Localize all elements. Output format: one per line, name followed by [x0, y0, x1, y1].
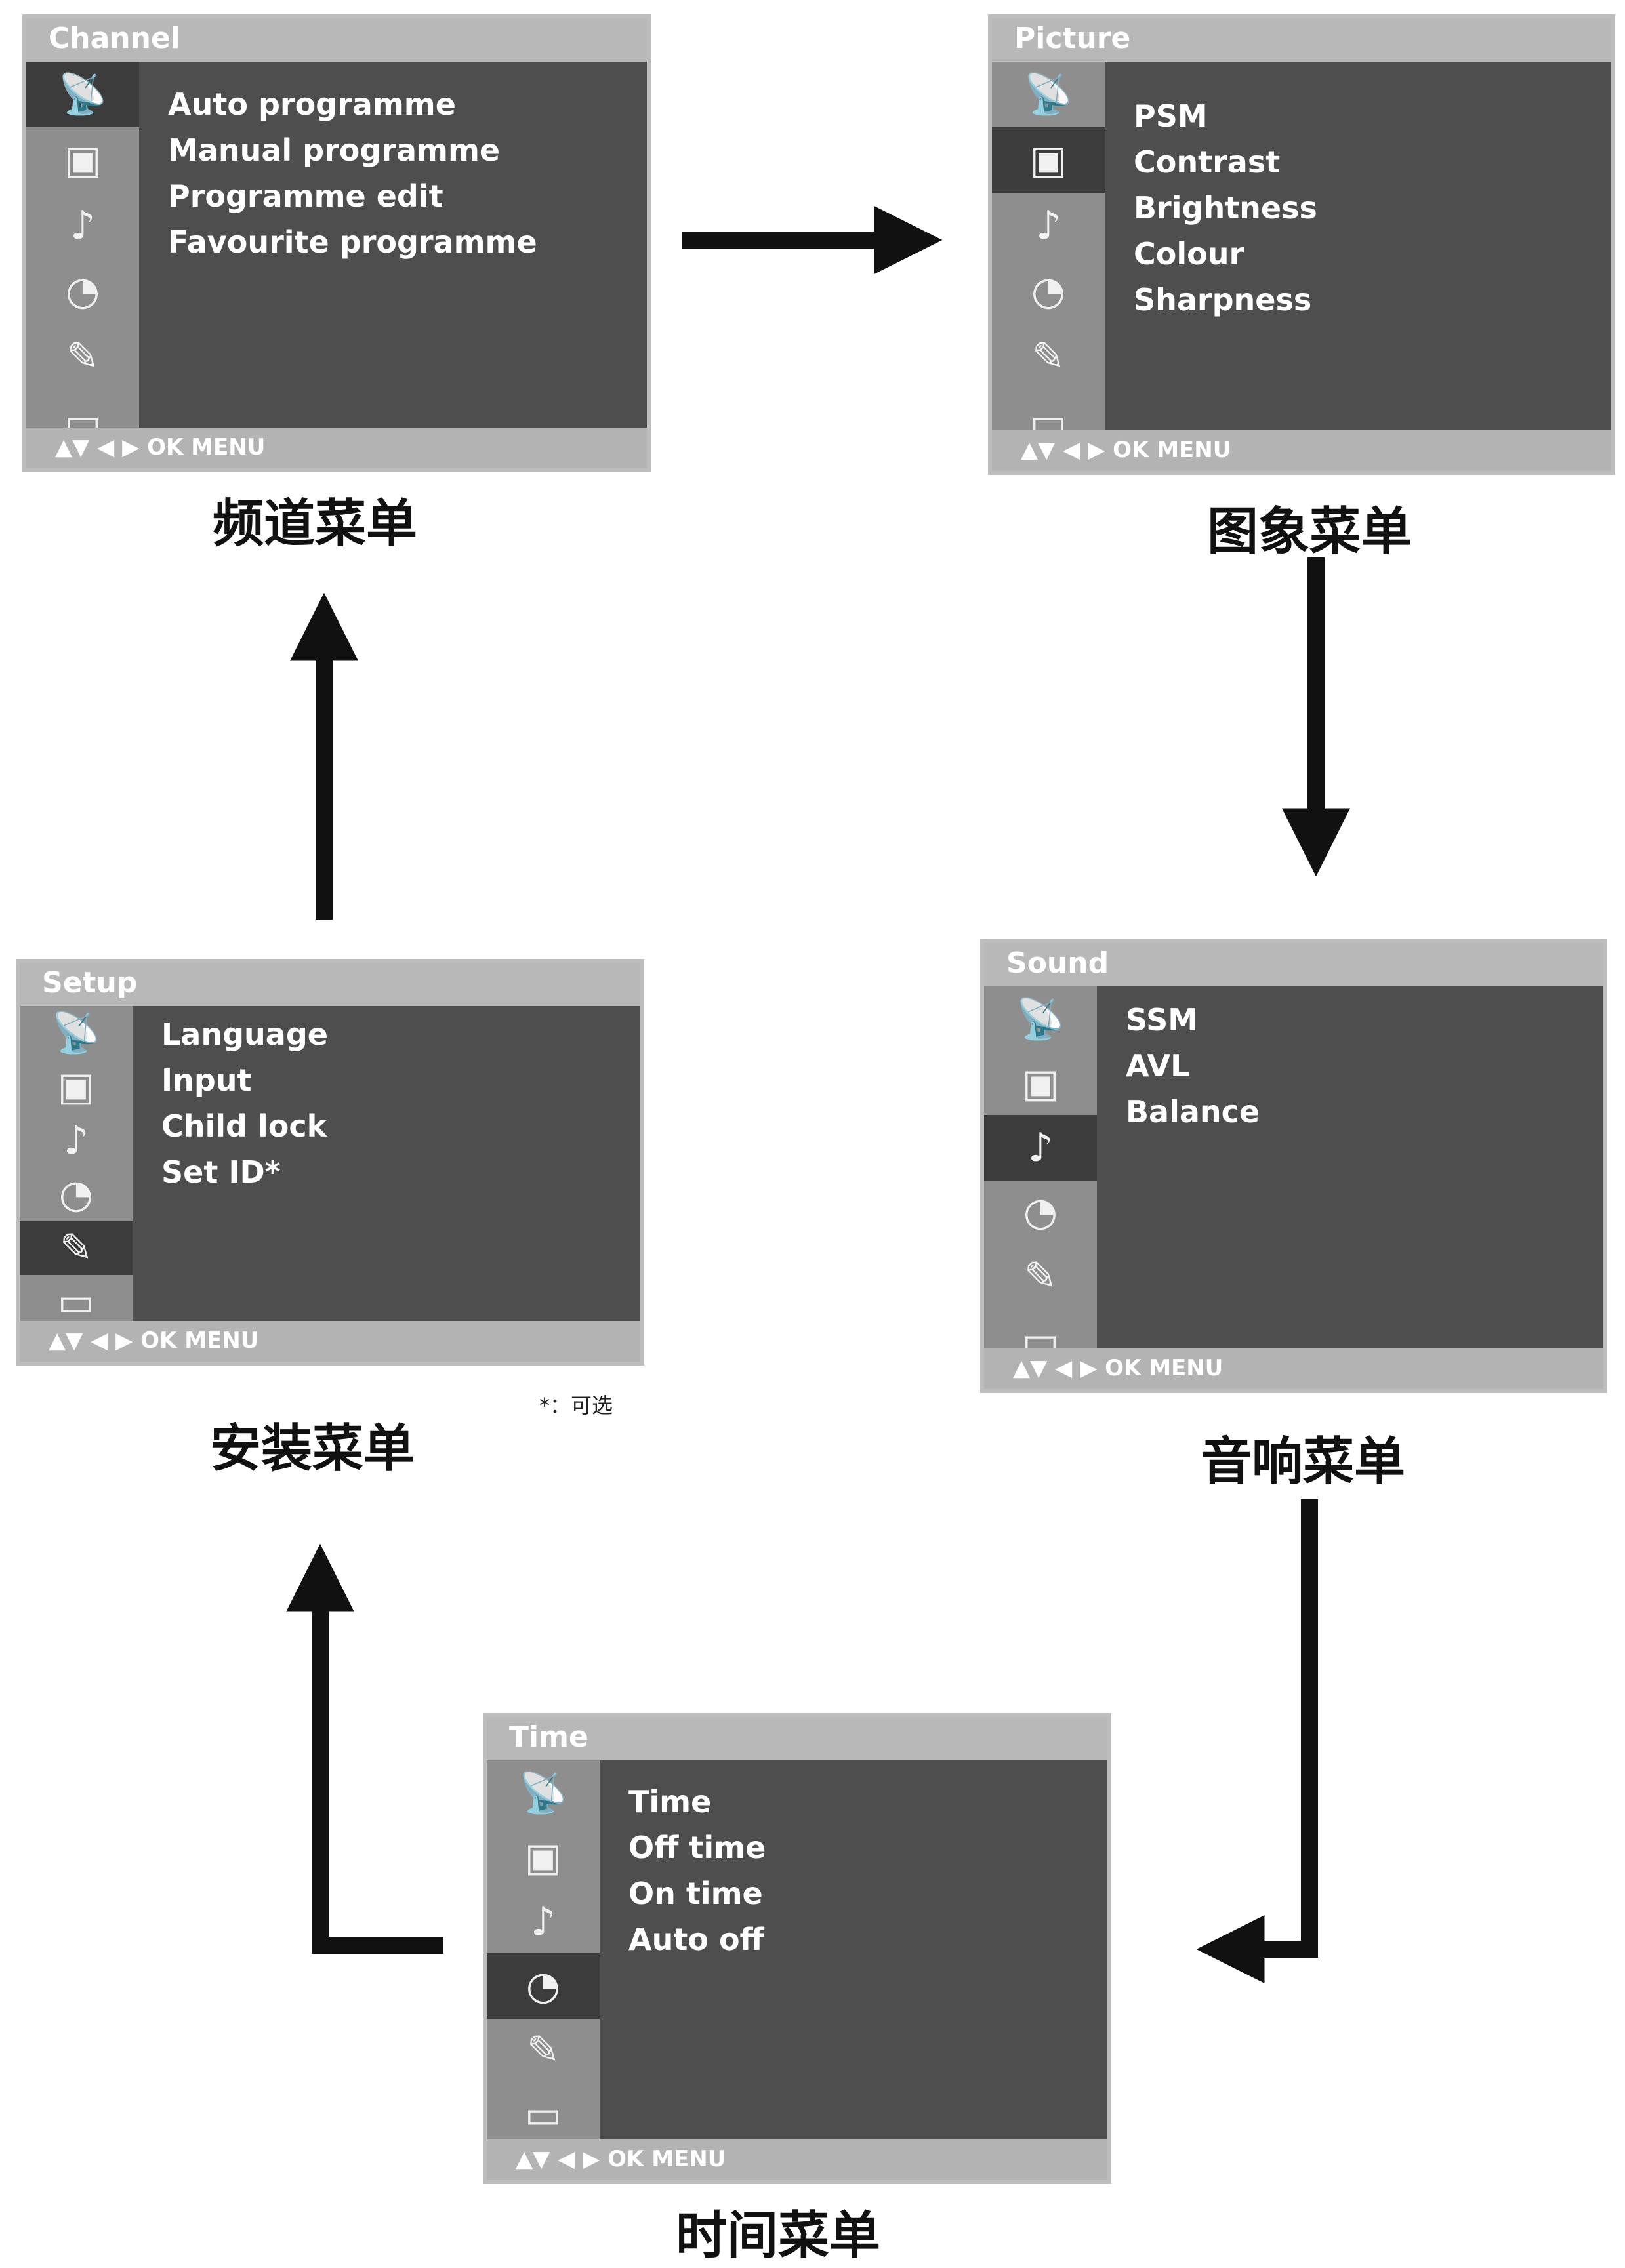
picture-menu-caption: 图象菜单: [1207, 502, 1412, 561]
menu-item-child-lock[interactable]: Child lock: [161, 1108, 327, 1144]
arrow-time-to-setup: [286, 1543, 443, 1954]
menu-sidebar: 📡 ▣ ♪ ◔ ✎ ▭: [992, 62, 1105, 442]
menu-item-language[interactable]: Language: [161, 1017, 328, 1052]
menu-item-contrast[interactable]: Contrast: [1134, 144, 1281, 180]
menu-item-favourite-programme[interactable]: Favourite programme: [168, 224, 537, 260]
menu-title: Picture: [992, 18, 1611, 62]
menu-item-manual-programme[interactable]: Manual programme: [168, 132, 501, 168]
menu-item-on-time[interactable]: On time: [628, 1876, 763, 1911]
menu-footer-hints: ▲▼ ◀ ▶ OK MENU: [992, 430, 1611, 471]
setup-menu-caption: 安装菜单: [210, 1419, 415, 1478]
menu-item-input[interactable]: Input: [161, 1063, 252, 1098]
menu-item-auto-programme[interactable]: Auto programme: [168, 87, 456, 122]
tv-icon[interactable]: ▭: [57, 1279, 95, 1325]
setup-menu-panel: Setup 📡 ▣ ♪ ◔ ✎ ▭ Language Input Child l…: [16, 959, 644, 1366]
menu-footer-hints: ▲▼ ◀ ▶ OK MENU: [26, 428, 647, 468]
menu-content: Language Input Child lock Set ID*: [133, 1006, 640, 1321]
menu-item-off-time[interactable]: Off time: [628, 1830, 766, 1865]
tv-icon[interactable]: ▭: [524, 2092, 562, 2137]
menu-title: Time: [487, 1717, 1107, 1760]
menu-title: Setup: [20, 963, 640, 1006]
menu-item-programme-edit[interactable]: Programme edit: [168, 178, 443, 214]
menu-content: PSM Contrast Brightness Colour Sharpness: [1105, 62, 1611, 430]
speaker-icon[interactable]: ♪: [530, 1899, 556, 1945]
menu-title: Sound: [984, 943, 1603, 986]
menu-sidebar: 📡 ▣ ♪ ◔ ✎ ▭: [487, 1760, 600, 2139]
picture-menu-panel: Picture 📡 ▣ ♪ ◔ ✎ ▭ PSM Contrast Brightn…: [988, 14, 1615, 475]
satellite-dish-icon[interactable]: 📡: [26, 62, 139, 127]
picture-icon[interactable]: ▣: [64, 137, 102, 183]
clock-icon[interactable]: ◔: [1031, 268, 1066, 314]
menu-item-auto-off[interactable]: Auto off: [628, 1922, 764, 1957]
satellite-dish-icon[interactable]: 📡: [518, 1770, 568, 1816]
menu-footer-hints: ▲▼ ◀ ▶ OK MENU: [20, 1321, 640, 1362]
menu-item-psm[interactable]: PSM: [1134, 98, 1208, 134]
channel-menu-panel: Channel 📡 ▣ ♪ ◔ ✎ ▭ Auto programme Manua…: [22, 14, 651, 472]
menu-item-balance[interactable]: Balance: [1126, 1094, 1260, 1129]
picture-icon[interactable]: ▣: [992, 127, 1105, 193]
menu-item-ssm[interactable]: SSM: [1126, 1002, 1198, 1038]
picture-icon[interactable]: ▣: [1021, 1061, 1059, 1106]
arrow-sound-to-time: [1196, 1499, 1318, 1983]
speaker-icon[interactable]: ♪: [984, 1115, 1097, 1181]
wrench-icon[interactable]: ✎: [66, 334, 100, 380]
wrench-icon[interactable]: ✎: [1031, 334, 1065, 380]
satellite-dish-icon[interactable]: 📡: [1016, 996, 1065, 1042]
clock-icon[interactable]: ◔: [65, 268, 100, 314]
wrench-icon[interactable]: ✎: [1023, 1253, 1058, 1299]
clock-icon[interactable]: ◔: [58, 1171, 94, 1217]
optional-note: *：可选: [539, 1393, 613, 1418]
menu-footer-hints: ▲▼ ◀ ▶ OK MENU: [984, 1348, 1603, 1389]
wrench-icon[interactable]: ✎: [20, 1221, 133, 1275]
picture-icon[interactable]: ▣: [57, 1064, 95, 1110]
menu-content: Time Off time On time Auto off: [600, 1760, 1107, 2139]
menu-item-avl[interactable]: AVL: [1126, 1048, 1190, 1083]
menu-sidebar: 📡 ▣ ♪ ◔ ✎ ▭: [26, 62, 139, 442]
speaker-icon[interactable]: ♪: [63, 1118, 89, 1164]
wrench-icon[interactable]: ✎: [526, 2027, 560, 2073]
speaker-icon[interactable]: ♪: [70, 203, 96, 249]
menu-item-sharpness[interactable]: Sharpness: [1134, 282, 1312, 317]
menu-item-brightness[interactable]: Brightness: [1134, 190, 1317, 226]
menu-content: SSM AVL Balance: [1097, 986, 1603, 1348]
menu-item-time[interactable]: Time: [628, 1784, 712, 1819]
menu-content: Auto programme Manual programme Programm…: [139, 62, 647, 428]
menu-item-set-id[interactable]: Set ID*: [161, 1154, 281, 1190]
menu-title: Channel: [26, 18, 647, 62]
clock-icon[interactable]: ◔: [487, 1953, 600, 2019]
time-menu-caption: 时间菜单: [676, 2206, 881, 2265]
satellite-dish-icon[interactable]: 📡: [1023, 71, 1073, 117]
picture-icon[interactable]: ▣: [524, 1834, 562, 1880]
sound-menu-panel: Sound 📡 ▣ ♪ ◔ ✎ ▭ SSM AVL Balance ▲▼ ◀ ▶…: [980, 939, 1607, 1393]
time-menu-panel: Time 📡 ▣ ♪ ◔ ✎ ▭ Time Off time On time A…: [483, 1713, 1111, 2184]
clock-icon[interactable]: ◔: [1023, 1189, 1058, 1235]
menu-item-colour[interactable]: Colour: [1134, 236, 1244, 272]
satellite-dish-icon[interactable]: 📡: [51, 1010, 101, 1056]
menu-sidebar: 📡 ▣ ♪ ◔ ✎ ▭: [20, 1006, 133, 1322]
sound-menu-caption: 音响菜单: [1201, 1432, 1406, 1491]
menu-footer-hints: ▲▼ ◀ ▶ OK MENU: [487, 2139, 1107, 2180]
channel-menu-caption: 频道菜单: [213, 495, 418, 554]
speaker-icon[interactable]: ♪: [1035, 203, 1061, 249]
